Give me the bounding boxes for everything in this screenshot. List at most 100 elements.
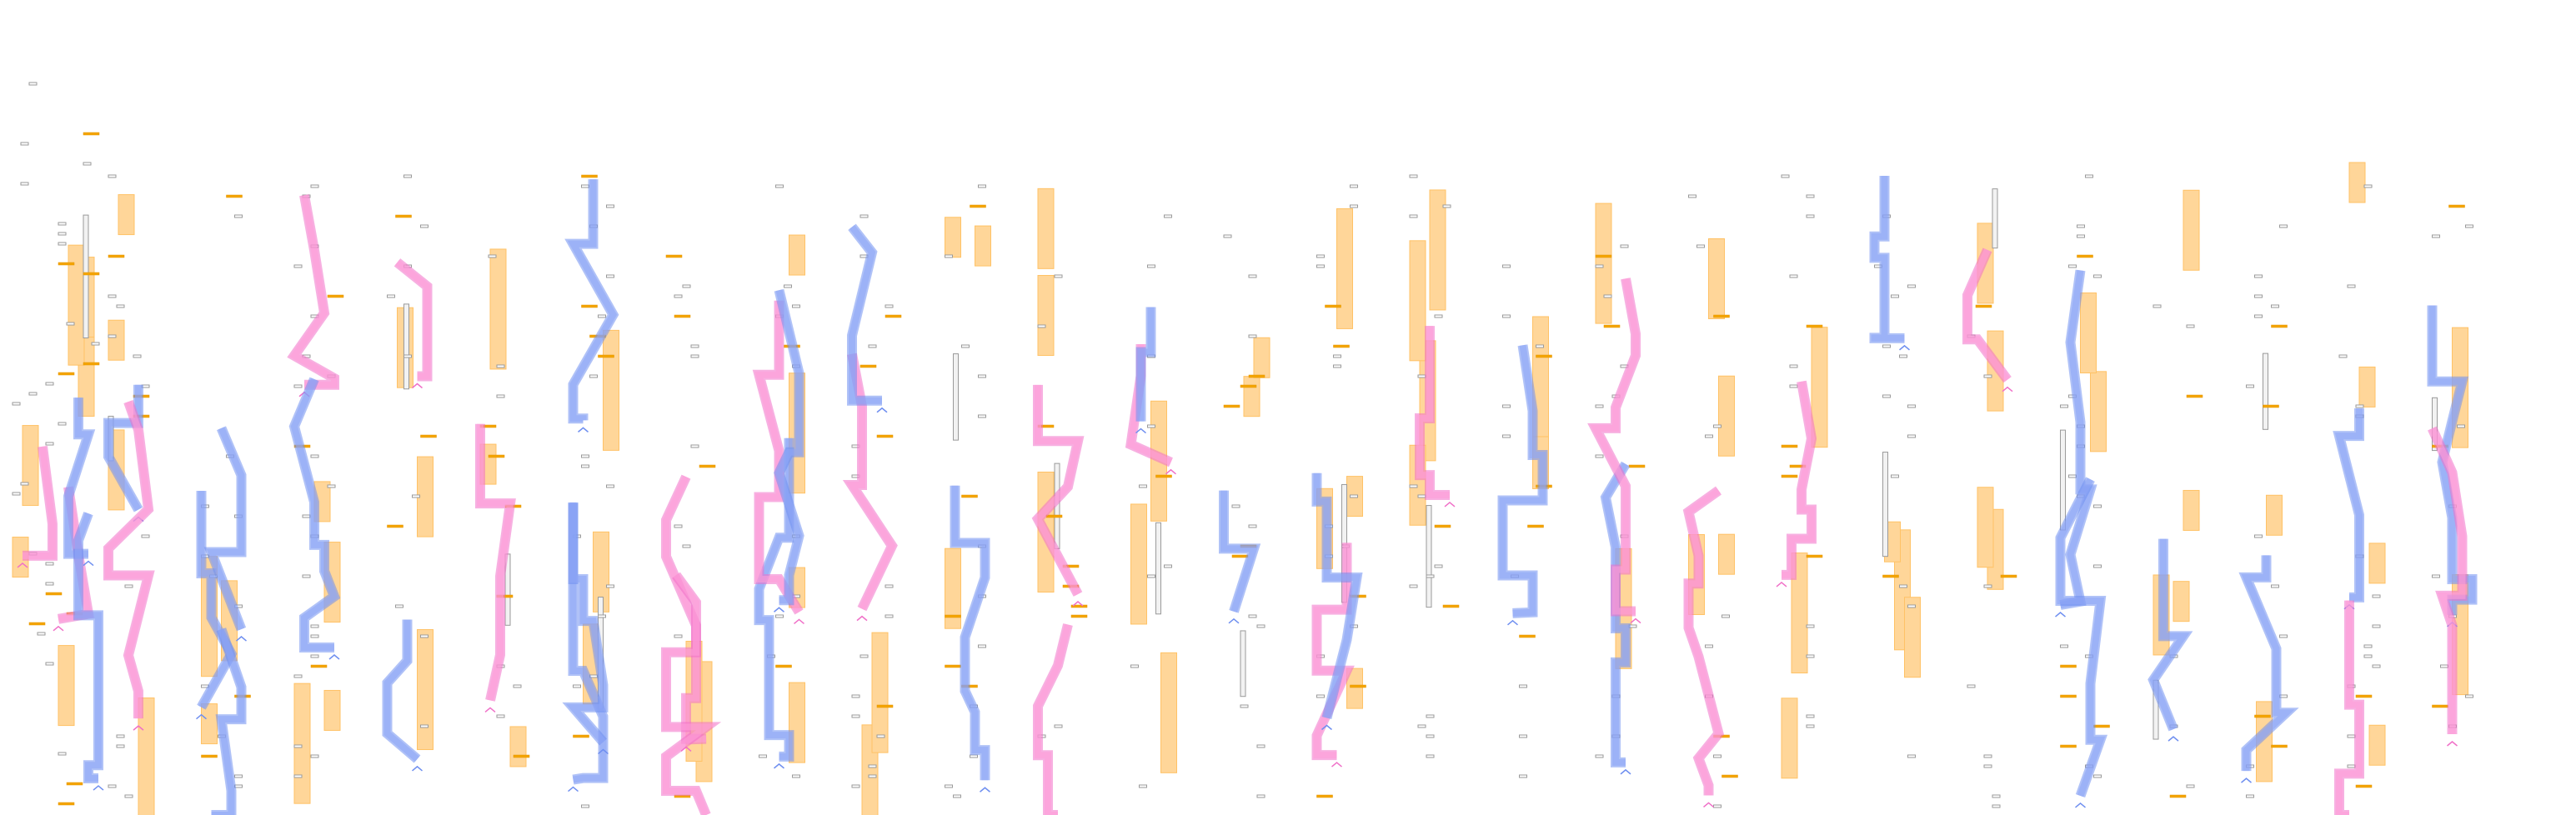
tap-note bbox=[2279, 634, 2288, 638]
tap-note bbox=[1350, 204, 1358, 208]
tap-note bbox=[1882, 394, 1891, 398]
tap-note bbox=[868, 764, 877, 768]
tap-note bbox=[1806, 214, 1815, 218]
flick-note bbox=[945, 664, 961, 668]
tap-note bbox=[293, 774, 303, 778]
flick-note bbox=[945, 614, 961, 618]
flick-note bbox=[420, 434, 437, 438]
hold-note bbox=[1977, 487, 1994, 568]
tap-note bbox=[1806, 624, 1815, 628]
chevron-up-icon bbox=[236, 636, 247, 642]
tap-note bbox=[1806, 194, 1815, 198]
blue-slide-path-inner bbox=[290, 378, 338, 652]
tap-note bbox=[327, 484, 336, 488]
tap-note bbox=[2077, 234, 2085, 238]
blue-slide-path-inner bbox=[2149, 538, 2190, 731]
tap-note bbox=[2246, 794, 2254, 798]
blue-slide-path-inner bbox=[2057, 478, 2106, 798]
flick-note bbox=[2077, 254, 2093, 258]
tap-note bbox=[1240, 704, 1249, 708]
chevron-up-icon bbox=[1331, 762, 1342, 768]
tap-note bbox=[28, 82, 38, 86]
flick-note bbox=[226, 194, 243, 198]
hold-note bbox=[1037, 188, 1055, 269]
tap-note bbox=[2363, 184, 2373, 188]
chevron-up-icon bbox=[568, 786, 579, 792]
flick-note bbox=[58, 262, 75, 266]
tap-note bbox=[124, 584, 133, 588]
tap-note bbox=[496, 394, 505, 398]
flick-note bbox=[1316, 794, 1333, 798]
hold-note bbox=[489, 248, 507, 370]
tap-note bbox=[1713, 804, 1722, 808]
tap-note bbox=[573, 684, 581, 688]
tap-note bbox=[868, 344, 877, 348]
tap-note bbox=[1442, 204, 1451, 208]
tap-note bbox=[1705, 434, 1713, 438]
tap-note bbox=[1256, 794, 1265, 798]
blue-slide-path-inner bbox=[567, 179, 618, 422]
tap-note bbox=[124, 794, 133, 798]
hold-note bbox=[975, 225, 991, 267]
tap-note bbox=[12, 402, 21, 406]
chevron-up-icon bbox=[794, 618, 804, 625]
tap-note bbox=[1426, 714, 1435, 718]
tap-note bbox=[395, 604, 403, 608]
chevron-up-icon bbox=[2055, 612, 2066, 618]
tap-note bbox=[1248, 524, 1257, 528]
hold-note bbox=[1429, 189, 1446, 311]
tap-note bbox=[1595, 404, 1604, 408]
tap-note bbox=[1502, 314, 1511, 318]
tap-note bbox=[1907, 604, 1916, 608]
tap-note bbox=[2093, 774, 2102, 778]
tap-note bbox=[2372, 624, 2381, 628]
hold-note bbox=[1130, 503, 1147, 625]
gray-hold-note bbox=[953, 353, 959, 441]
hold-note bbox=[789, 234, 805, 276]
pink-slide-path-inner bbox=[2428, 427, 2466, 734]
hold-note bbox=[1037, 275, 1055, 357]
hold-note bbox=[108, 319, 125, 361]
flick-note bbox=[2060, 694, 2077, 698]
flick-note bbox=[1882, 574, 1899, 578]
tap-note bbox=[91, 342, 100, 346]
tap-note bbox=[1907, 404, 1916, 408]
tap-note bbox=[775, 614, 784, 618]
hold-note bbox=[2348, 162, 2366, 203]
tap-note bbox=[1789, 364, 1798, 368]
blue-slide-path-inner bbox=[2428, 305, 2476, 615]
tap-note bbox=[674, 524, 683, 528]
chevron-up-icon bbox=[1165, 468, 1176, 475]
tap-note bbox=[2186, 784, 2195, 788]
tap-note bbox=[1502, 434, 1511, 438]
flick-note bbox=[2000, 574, 2017, 578]
blue-slide-path-inner bbox=[849, 224, 882, 404]
gray-hold-note bbox=[83, 214, 89, 339]
chevron-up-icon bbox=[856, 615, 868, 622]
tap-note bbox=[1620, 244, 1629, 248]
tap-note bbox=[20, 182, 29, 186]
chevron-up-icon bbox=[980, 787, 990, 792]
chevron-up-icon bbox=[774, 607, 784, 612]
chevron-up-icon bbox=[1444, 501, 1456, 508]
tap-note bbox=[1789, 274, 1798, 278]
pink-slide-path-inner bbox=[1034, 384, 1082, 596]
flick-note bbox=[1240, 384, 1257, 388]
tap-note bbox=[403, 354, 412, 358]
flick-note bbox=[28, 622, 46, 626]
gray-hold-note bbox=[1240, 630, 1246, 698]
chevron-up-icon bbox=[2447, 741, 2458, 747]
tap-note bbox=[496, 364, 505, 368]
tap-note bbox=[310, 624, 319, 628]
tap-note bbox=[2085, 174, 2093, 178]
tap-note bbox=[581, 804, 589, 808]
tap-note bbox=[792, 304, 800, 308]
tap-note bbox=[961, 344, 970, 348]
hold-note bbox=[1409, 240, 1426, 362]
tap-note bbox=[58, 242, 67, 246]
tap-note bbox=[1502, 404, 1511, 408]
hold-note bbox=[1160, 652, 1177, 773]
tap-note bbox=[2363, 654, 2373, 658]
tap-note bbox=[851, 714, 860, 718]
